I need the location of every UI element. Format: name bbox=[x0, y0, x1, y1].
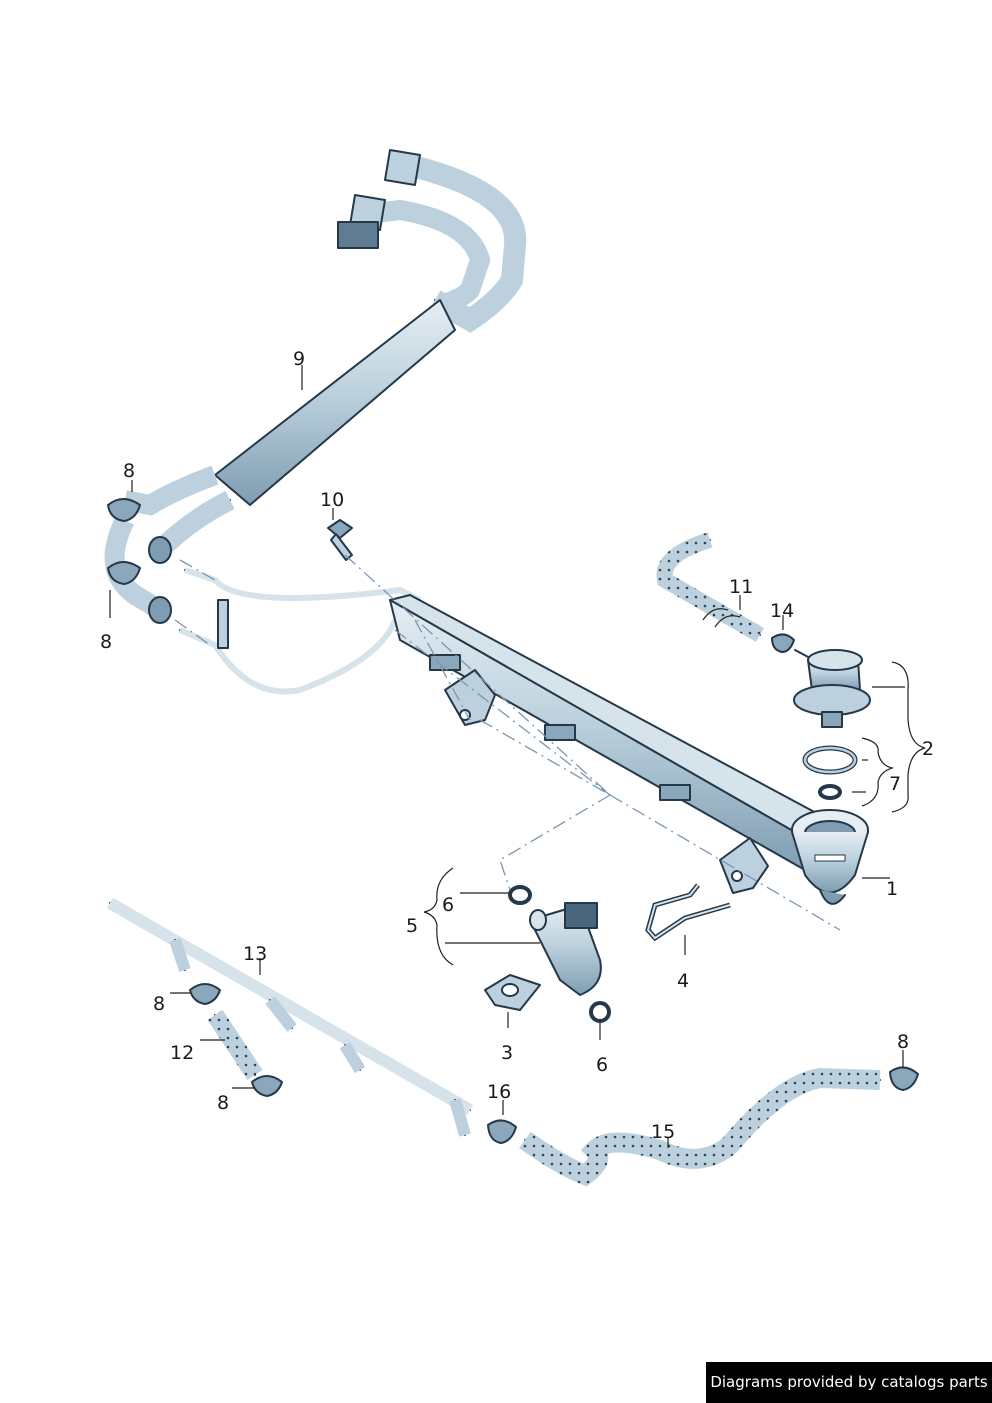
callout-13: 14 bbox=[770, 600, 794, 622]
callout-2: 2 bbox=[922, 738, 934, 760]
callout-6: 6 bbox=[596, 1054, 608, 1076]
callout-16: 16 bbox=[487, 1081, 511, 1103]
callout-14: 13 bbox=[243, 943, 267, 965]
callout-12: 12 bbox=[170, 1042, 194, 1064]
fuel-injector bbox=[508, 885, 611, 1023]
callout-7: 7 bbox=[889, 773, 901, 795]
callout-15: 15 bbox=[651, 1121, 675, 1143]
o-ring bbox=[802, 745, 858, 800]
hose-clamp-16 bbox=[487, 1119, 517, 1144]
small-clamp bbox=[771, 633, 795, 653]
callout-4: 4 bbox=[677, 970, 689, 992]
callout-8: 8 bbox=[153, 993, 165, 1015]
hose-clamp bbox=[107, 498, 141, 585]
bolt bbox=[327, 519, 353, 561]
callout-labels: 9 8 8 10 11 14 2 7 1 4 6 5 3 6 13 8 12 8… bbox=[100, 348, 934, 1143]
credit-banner: Diagrams provided by catalogs parts bbox=[706, 1362, 992, 1403]
callout-8: 8 bbox=[217, 1092, 229, 1114]
fuel-line-assembly bbox=[104, 149, 527, 624]
callout-11: 11 bbox=[729, 576, 753, 598]
callout-10: 10 bbox=[320, 489, 344, 511]
callout-8: 8 bbox=[123, 460, 135, 482]
vacuum-hose bbox=[656, 532, 765, 642]
distribution-pipe bbox=[107, 897, 473, 1137]
pressure-regulator bbox=[793, 649, 871, 728]
retaining-spring bbox=[645, 883, 731, 942]
callout-8: 8 bbox=[100, 631, 112, 653]
centerlines bbox=[174, 554, 841, 931]
callout-8: 8 bbox=[897, 1031, 909, 1053]
callout-9: 9 bbox=[293, 348, 305, 370]
return-hose bbox=[519, 1066, 919, 1187]
callout-3: 3 bbox=[501, 1042, 513, 1064]
short-hose bbox=[189, 983, 283, 1097]
callout-5: 5 bbox=[406, 915, 418, 937]
connecting-pipes bbox=[178, 567, 422, 695]
callout-6: 6 bbox=[442, 894, 454, 916]
fuel-rail bbox=[389, 594, 869, 905]
callout-1: 1 bbox=[886, 878, 898, 900]
leader-lines bbox=[109, 365, 926, 1148]
injector-clip bbox=[484, 974, 541, 1011]
